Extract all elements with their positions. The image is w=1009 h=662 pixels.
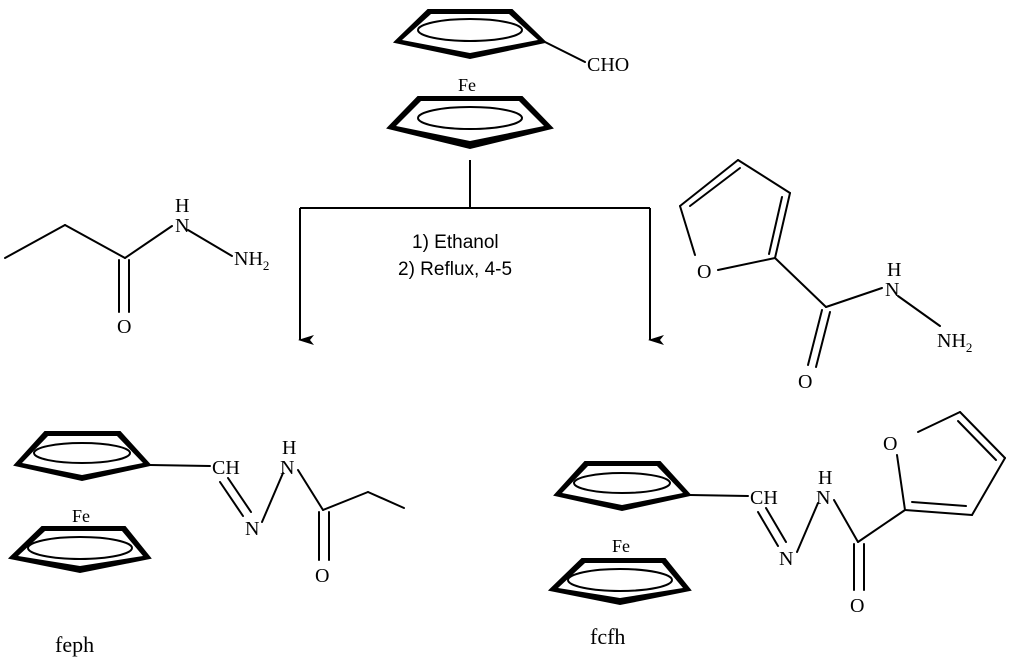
cho-label: CHO <box>587 54 629 76</box>
carbonyl-o-label: O <box>798 371 812 393</box>
ch-label: CH <box>212 457 240 479</box>
product-name-fcfh: fcfh <box>590 624 625 649</box>
carbonyl-o-label: O <box>315 565 329 587</box>
propanohydrazide: H N NH2 O <box>4 195 269 338</box>
condition-step2: 2) Reflux, 4-5 <box>398 259 512 280</box>
nh-h-label: H <box>818 467 832 489</box>
carbonyl-o-label: O <box>117 316 131 338</box>
reaction-arrows <box>298 160 664 345</box>
lower-cp-ring <box>547 558 692 606</box>
nh-n-label: N <box>816 487 830 509</box>
product-name-feph: feph <box>55 632 94 657</box>
cho-bond <box>544 41 586 63</box>
upper-cp-ring <box>392 9 548 60</box>
imine-n-label: N <box>245 518 259 540</box>
nh-n-label: N <box>175 215 189 237</box>
fe-label: Fe <box>72 506 90 526</box>
nh-h-label: H <box>282 437 296 459</box>
nh-h-label: H <box>175 195 189 217</box>
furan-ring: O <box>883 411 1006 516</box>
fe-label: Fe <box>612 536 630 556</box>
fe-label: Fe <box>458 75 476 95</box>
furan-o-label: O <box>697 261 711 283</box>
imine-n-label: N <box>779 548 793 570</box>
upper-cp-ring <box>13 431 152 482</box>
nh-h-label: H <box>887 259 901 281</box>
ch-label: CH <box>750 487 778 509</box>
condition-step1: 1) Ethanol <box>412 232 499 253</box>
nh2-label: NH2 <box>937 330 972 355</box>
ferrocene-aldehyde: CHO Fe <box>386 9 629 150</box>
nh-n-label: N <box>885 279 899 301</box>
nh-n-label: N <box>280 457 294 479</box>
upper-cp-ring <box>553 461 692 512</box>
furan-o-label: O <box>883 433 897 455</box>
product-feph: Fe CH N H N O <box>7 431 405 587</box>
lower-cp-ring <box>386 96 554 150</box>
product-fcfh: Fe CH N H N O O <box>547 411 1006 617</box>
nh2-label: NH2 <box>234 248 269 273</box>
furan-carbohydrazide: O H N NH2 O <box>679 159 972 393</box>
lower-cp-ring <box>7 526 152 574</box>
carbonyl-o-label: O <box>850 595 864 617</box>
